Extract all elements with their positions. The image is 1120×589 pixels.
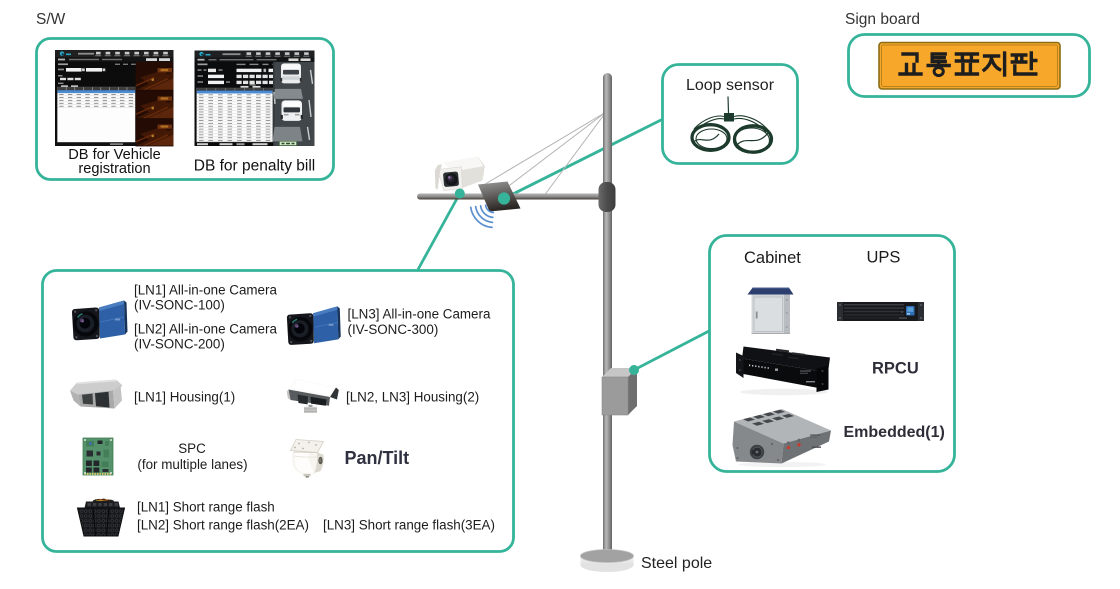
svg-text:Cabinet: Cabinet [744,249,801,267]
svg-text:[LN1] All-in-one Camera: [LN1] All-in-one Camera [134,283,277,298]
svg-text:UPS: UPS [867,249,901,267]
svg-text:registration: registration [78,161,150,177]
svg-text:Steel pole: Steel pole [641,555,712,572]
svg-text:Pan/Tilt: Pan/Tilt [345,448,410,468]
svg-text:DB for Vehicle: DB for Vehicle [68,147,160,163]
svg-text:(for multiple lanes): (for multiple lanes) [137,457,247,472]
svg-text:S/W: S/W [36,11,66,28]
svg-text:[LN2] All-in-one Camera: [LN2] All-in-one Camera [134,322,277,337]
svg-text:DB for penalty bill: DB for penalty bill [194,158,315,175]
svg-text:Loop sensor: Loop sensor [686,77,775,94]
svg-text:(IV-SONC-200): (IV-SONC-200) [134,337,225,352]
svg-text:[LN1] Short range flash: [LN1] Short range flash [137,500,275,515]
svg-text:[LN2] Short range flash(2EA): [LN2] Short range flash(2EA) [137,518,309,533]
svg-text:[LN2, LN3] Housing(2): [LN2, LN3] Housing(2) [346,390,479,405]
svg-text:(IV-SONC-300): (IV-SONC-300) [348,322,439,337]
svg-text:SPC: SPC [178,441,206,456]
svg-text:Embedded(1): Embedded(1) [844,424,945,441]
svg-text:[LN3] All-in-one Camera: [LN3] All-in-one Camera [348,307,491,322]
svg-text:Sign board: Sign board [845,11,920,28]
svg-text:(IV-SONC-100): (IV-SONC-100) [134,298,225,313]
svg-text:RPCU: RPCU [872,360,919,378]
svg-text:[LN1] Housing(1): [LN1] Housing(1) [134,390,235,405]
svg-text:[LN3] Short range flash(3EA): [LN3] Short range flash(3EA) [323,518,495,533]
